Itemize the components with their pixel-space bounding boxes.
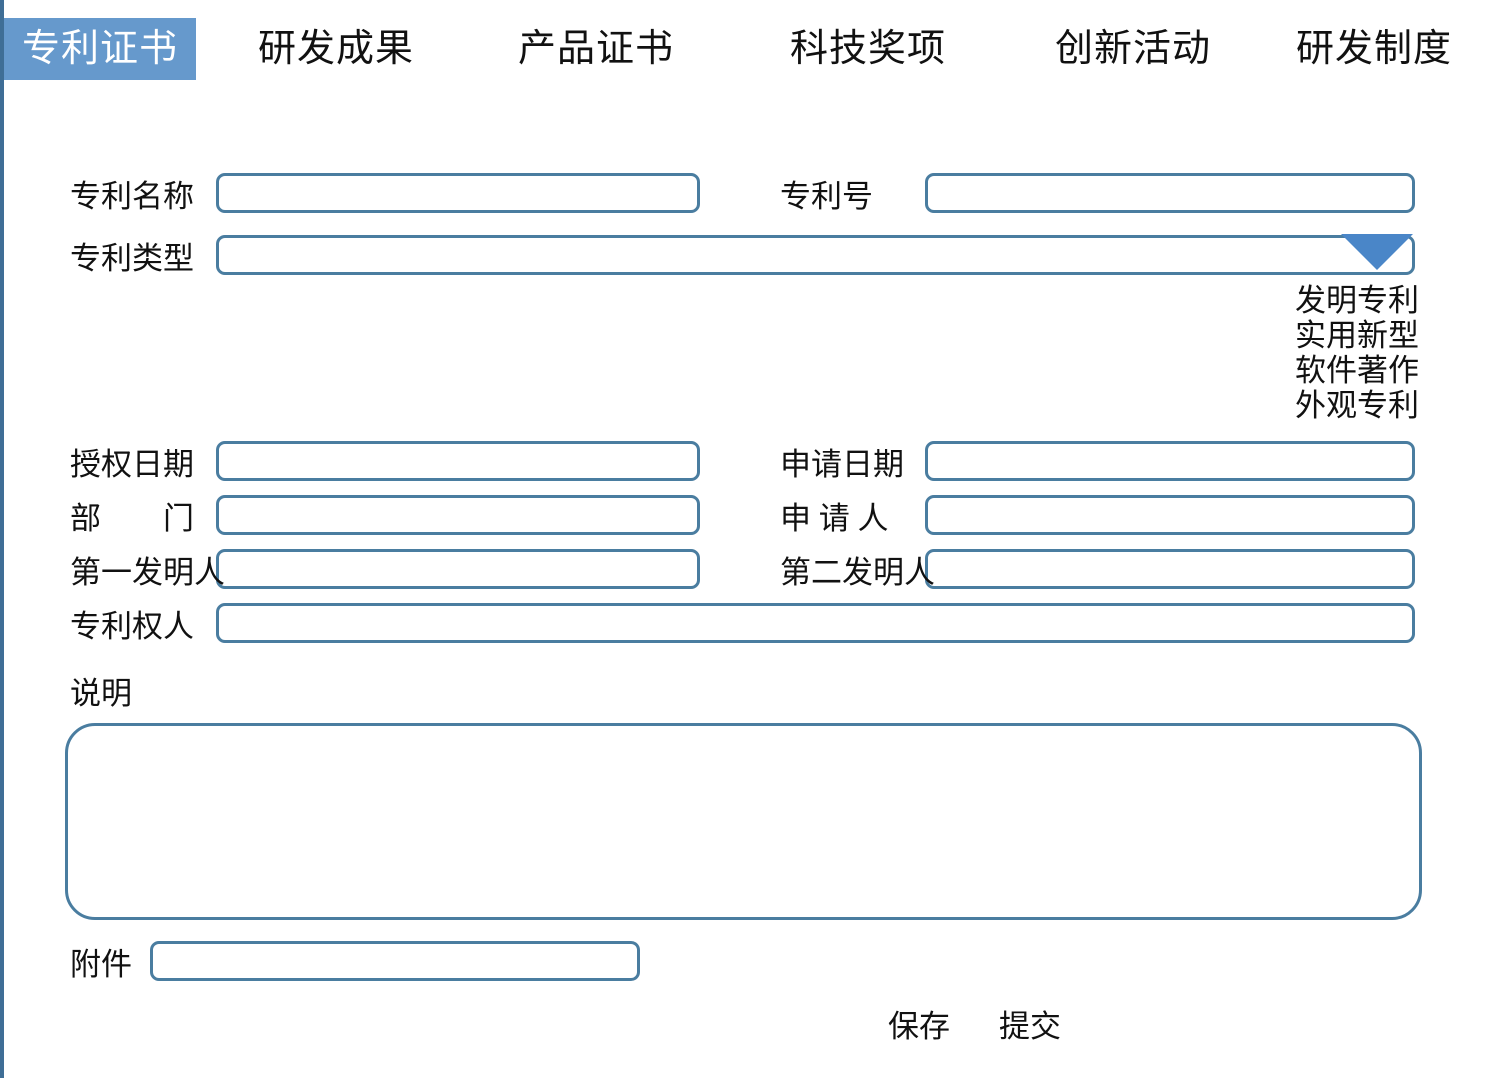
patent-name-input[interactable]	[216, 173, 700, 213]
patentee-label: 专利权人	[70, 609, 194, 644]
tab-patent-certificate[interactable]: 专利证书	[4, 18, 197, 80]
apply-date-input[interactable]	[925, 441, 1415, 481]
first-inventor-input[interactable]	[216, 549, 700, 589]
description-label: 说明	[70, 676, 132, 711]
patent-number-input[interactable]	[925, 173, 1415, 213]
attachment-label: 附件	[70, 947, 132, 982]
department-input[interactable]	[216, 495, 700, 535]
description-textarea[interactable]	[65, 723, 1422, 920]
patent-type-option-design-patent[interactable]: 外观专利	[1295, 388, 1419, 423]
applicant-label: 申 请 人	[780, 501, 889, 536]
page-left-border	[0, 0, 4, 1078]
grant-date-input[interactable]	[216, 441, 700, 481]
patent-type-option-invention[interactable]: 发明专利	[1295, 283, 1419, 318]
tab-innovation-activities[interactable]: 创新活动	[1055, 28, 1212, 70]
tab-tech-awards[interactable]: 科技奖项	[790, 28, 947, 70]
second-inventor-input[interactable]	[925, 549, 1415, 589]
patent-name-label: 专利名称	[70, 179, 194, 214]
tab-product-certificate[interactable]: 产品证书	[518, 28, 675, 70]
patent-type-label: 专利类型	[70, 241, 194, 276]
tab-rd-system[interactable]: 研发制度	[1296, 28, 1453, 70]
patent-type-input[interactable]	[216, 235, 1415, 275]
first-inventor-label: 第一发明人	[70, 555, 225, 590]
patent-number-label: 专利号	[780, 179, 873, 214]
main-tabbar: 专利证书 研发成果 产品证书 科技奖项 创新活动 研发制度	[0, 0, 1485, 88]
chevron-down-icon[interactable]	[1341, 234, 1413, 270]
save-button[interactable]: 保存	[888, 1009, 950, 1044]
grant-date-label: 授权日期	[70, 447, 194, 482]
patentee-input[interactable]	[216, 603, 1415, 643]
patent-type-option-utility-model[interactable]: 实用新型	[1295, 318, 1419, 353]
applicant-input[interactable]	[925, 495, 1415, 535]
attachment-input[interactable]	[150, 941, 640, 981]
tab-rd-achievements[interactable]: 研发成果	[258, 28, 415, 70]
second-inventor-label: 第二发明人	[780, 555, 935, 590]
patent-type-option-software-copyright[interactable]: 软件著作	[1295, 353, 1419, 388]
apply-date-label: 申请日期	[780, 447, 904, 482]
submit-button[interactable]: 提交	[999, 1009, 1061, 1044]
patent-type-options-list[interactable]: 发明专利 实用新型 软件著作 外观专利	[1295, 283, 1419, 423]
department-label: 部 门	[70, 501, 194, 536]
